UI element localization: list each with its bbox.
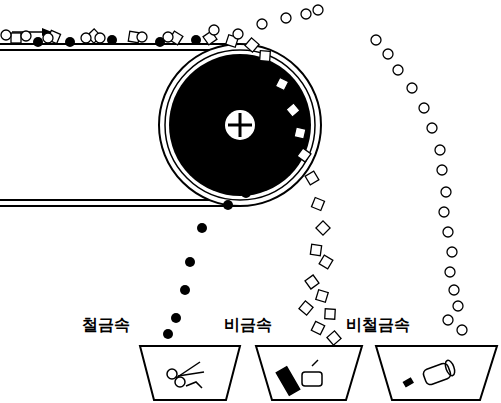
- nonferrous-particle: [1, 30, 11, 40]
- nonmetal-particle: [286, 103, 300, 117]
- nonferrous-particle: [407, 83, 417, 93]
- nonmetal-particle: [297, 148, 311, 162]
- nonferrous-particle: [393, 65, 403, 75]
- bin-label: 철금속: [80, 316, 132, 334]
- nonferrous-particle: [439, 207, 449, 217]
- nonmetal-particle: [260, 51, 271, 62]
- nonmetal-particle: [299, 301, 313, 315]
- nonferrous-particle: [441, 187, 451, 197]
- nonferrous-particle: [43, 33, 53, 43]
- ferrous-particle: [265, 157, 275, 167]
- nonferrous-particle: [209, 25, 219, 35]
- bin-label: 비금속: [222, 316, 274, 334]
- nonmetal-particle: [311, 321, 324, 334]
- nonferrous-particle: [445, 267, 455, 277]
- ferrous-particle: [257, 141, 267, 151]
- bin-contents: [167, 359, 456, 395]
- ferrous-particle: [33, 37, 43, 47]
- nonferrous-particle: [383, 49, 393, 59]
- nonferrous-particle: [443, 315, 453, 325]
- ferrous-particle: [197, 223, 207, 233]
- ferrous-particle: [185, 257, 195, 267]
- nonmetal-particle: [319, 255, 333, 269]
- ferrous-particle: [107, 35, 117, 45]
- nonmetal-particle: [305, 275, 319, 289]
- nonmetal-particle: [316, 221, 330, 235]
- nonmetal-particle: [305, 171, 319, 185]
- nonferrous-particle: [371, 35, 381, 45]
- nonferrous-particle: [257, 19, 267, 29]
- nonmetal-particle: [311, 197, 324, 210]
- magnetic-drum: [159, 44, 321, 206]
- nonferrous-particle: [453, 301, 463, 311]
- nonferrous-particle: [447, 247, 457, 257]
- nonmetal-particle: [327, 331, 341, 345]
- nonmetal-particle: [325, 309, 336, 320]
- nonferrous-particle: [457, 325, 467, 335]
- nonferrous-particle: [301, 9, 311, 19]
- ferrous-particle: [65, 37, 75, 47]
- ferrous-particle: [241, 188, 251, 198]
- bin-label: 비철금속: [344, 316, 412, 334]
- nonmetal-particle: [245, 38, 259, 52]
- nonferrous-particle: [437, 165, 447, 175]
- nonmetal-particle: [275, 77, 288, 90]
- nonmetal-particle: [316, 290, 328, 302]
- nonferrous-particle: [81, 33, 91, 43]
- ferrous-particle: [180, 285, 190, 295]
- ferrous-particle: [257, 175, 267, 185]
- nonmetal-particle: [11, 33, 21, 43]
- ferrous-particle: [163, 329, 173, 339]
- nonferrous-particle: [419, 103, 429, 113]
- nonferrous-particle: [435, 145, 445, 155]
- nonferrous-particle: [443, 227, 453, 237]
- ferrous-particle: [223, 200, 233, 210]
- nonferrous-particle: [449, 285, 459, 295]
- nonferrous-particle: [313, 5, 323, 15]
- collection-bin: [140, 346, 497, 400]
- ferrous-particle: [171, 313, 181, 323]
- nonferrous-particle: [163, 32, 173, 42]
- ferrous-particle: [191, 35, 201, 45]
- nonferrous-particle: [137, 32, 147, 42]
- nonferrous-particle: [281, 13, 291, 23]
- nonferrous-particle: [21, 31, 31, 41]
- nonmetal-particle: [310, 244, 321, 255]
- nonmetal-particle: [294, 127, 306, 139]
- nonferrous-particle: [427, 123, 437, 133]
- nonferrous-particle: [233, 29, 243, 39]
- nonferrous-particle: [95, 33, 105, 43]
